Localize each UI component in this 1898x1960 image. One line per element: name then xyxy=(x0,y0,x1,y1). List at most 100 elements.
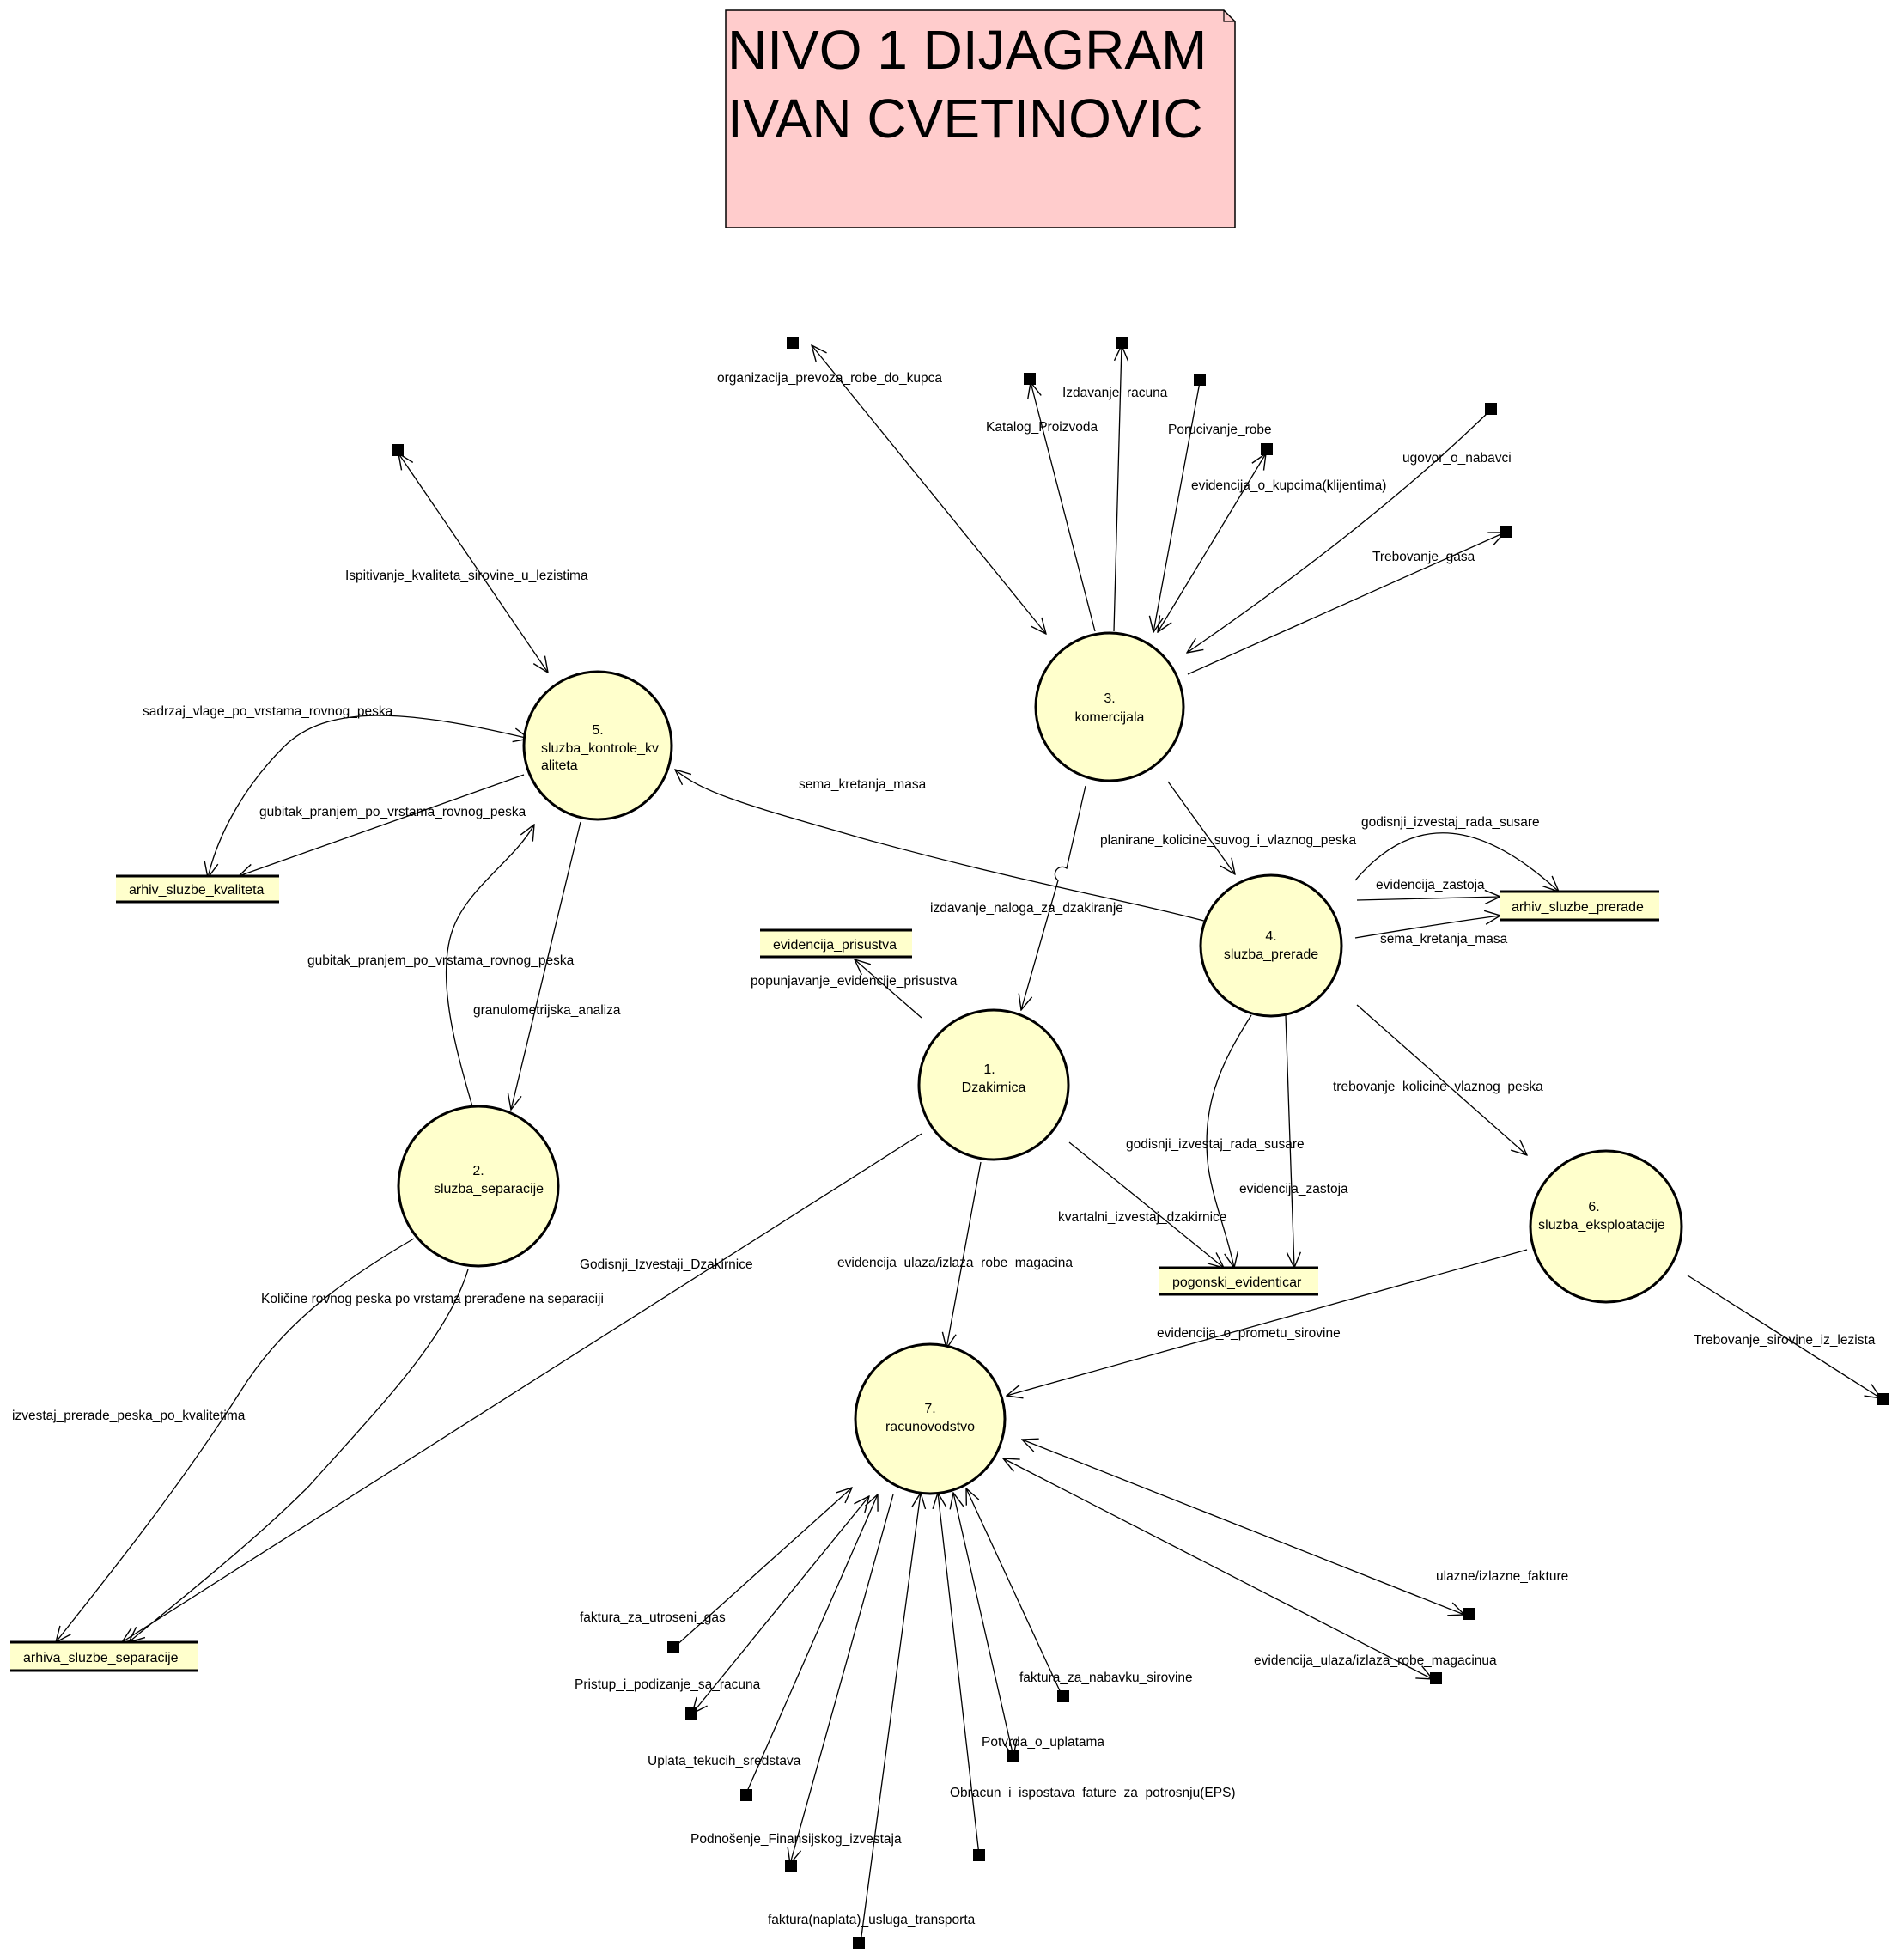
flow-granulometrijska[interactable] xyxy=(511,821,581,1110)
terminator-square[interactable] xyxy=(853,1937,865,1949)
flow-label: faktura(naplata)_usluga_transporta xyxy=(768,1913,976,1927)
flow-obracun[interactable] xyxy=(938,1493,980,1856)
flow-label: popunjavanje_evidencije_prisustva xyxy=(751,974,958,989)
flow-label: sadrzaj_vlage_po_vrstama_rovnog_peska xyxy=(143,704,393,719)
flow-planirane[interactable] xyxy=(1167,781,1235,874)
store-arhiva-sluzbe-separacije[interactable]: arhiva_sluzbe_separacije xyxy=(10,1640,198,1672)
flow-kolicine-rovnog[interactable] xyxy=(129,1269,469,1642)
process-4-sluzba-prerade[interactable]: 4. sluzba_prerade xyxy=(1199,873,1343,1018)
terminator-square[interactable] xyxy=(1007,1750,1019,1762)
flow-evidencija-kupci[interactable] xyxy=(1158,453,1266,632)
flow-label: faktura_za_nabavku_sirovine xyxy=(1019,1671,1193,1685)
process-name: sluzba_separacije xyxy=(434,1182,544,1196)
process-1-dzakirnica[interactable]: 1. Dzakirnica xyxy=(917,1008,1070,1161)
terminator-square[interactable] xyxy=(392,444,404,456)
flow-katalog[interactable] xyxy=(1031,382,1096,632)
process-name-line1: sluzba_kontrole_kv xyxy=(541,741,659,756)
flow-sema-kretanja-2[interactable] xyxy=(1354,916,1500,939)
data-stores: arhiv_sluzbe_kvaliteta evidencija_prisus… xyxy=(10,874,1659,1672)
store-evidencija-prisustva[interactable]: evidencija_prisustva xyxy=(760,928,912,959)
terminator-square[interactable] xyxy=(1877,1393,1889,1405)
flow-label: kvartalni_izvestaj_dzakirnice xyxy=(1058,1210,1226,1225)
store-arhiv-sluzbe-kvaliteta[interactable]: arhiv_sluzbe_kvaliteta xyxy=(116,874,279,904)
process-3-komercijala[interactable]: 3. komercijala xyxy=(1034,631,1185,782)
flow-label: faktura_za_utroseni_gas xyxy=(580,1610,726,1625)
flow-organizacija-prevoza[interactable] xyxy=(812,345,1046,634)
processes: 3. komercijala 5. sluzba_kontrole_kv ali… xyxy=(397,631,1683,1495)
flow-label: evidencija_ulaza/izlaza_robe_magacinua xyxy=(1254,1653,1497,1668)
terminator-square[interactable] xyxy=(787,337,799,349)
flow-gubitak-2[interactable] xyxy=(445,825,534,1107)
flow-potvrda[interactable] xyxy=(953,1493,1013,1756)
terminator-square[interactable] xyxy=(1024,373,1036,385)
flow-label: ulazne/izlazne_fakture xyxy=(1436,1569,1568,1584)
flow-ulazne-izlazne[interactable] xyxy=(1022,1440,1464,1615)
flow-sema-kretanja-1[interactable] xyxy=(675,770,1214,924)
flow-trebovanje-vlaznog[interactable] xyxy=(1356,1004,1527,1155)
flow-godisnji-susare-2[interactable] xyxy=(1206,1014,1252,1268)
flow-ugovor[interactable] xyxy=(1187,410,1491,653)
terminator-square[interactable] xyxy=(1485,403,1497,415)
process-6-sluzba-eksploatacije[interactable]: 6. sluzba_eksploatacije xyxy=(1529,1149,1683,1304)
flow-faktura-transport[interactable] xyxy=(860,1493,921,1944)
flow-faktura-nabavka[interactable] xyxy=(966,1488,1063,1697)
terminator-square[interactable] xyxy=(973,1849,985,1861)
store-label: evidencija_prisustva xyxy=(773,938,897,953)
terminator-square[interactable] xyxy=(785,1860,797,1872)
flow-label: Podnošenje_Finansijskog_izvestaja xyxy=(690,1832,902,1847)
terminator-square[interactable] xyxy=(1194,374,1206,386)
flow-trebovanje-gasa[interactable] xyxy=(1187,533,1505,675)
terminator-square[interactable] xyxy=(1057,1690,1069,1702)
process-2-sluzba-separacije[interactable]: 2. sluzba_separacije xyxy=(397,1105,560,1268)
terminator-square[interactable] xyxy=(1463,1608,1475,1620)
process-7-racunovodstvo[interactable]: 7. racunovodstvo xyxy=(854,1342,1007,1495)
flow-izdavanje-racuna[interactable] xyxy=(1113,345,1122,632)
flow-evidencija-zastoja-1[interactable] xyxy=(1356,897,1500,900)
title-note[interactable]: NIVO 1 DIJAGRAM IVAN CVETINOVIC xyxy=(725,9,1236,228)
store-arhiv-sluzbe-prerade[interactable]: arhiv_sluzbe_prerade xyxy=(1500,890,1659,922)
flow-label: ugovor_o_nabavci xyxy=(1402,451,1512,466)
flow-uplata[interactable] xyxy=(745,1494,878,1796)
process-name-line2: aliteta xyxy=(541,758,578,773)
flow-pristup[interactable] xyxy=(692,1496,869,1713)
process-number: 1. xyxy=(983,1062,995,1077)
flow-godisnji-susare-1[interactable] xyxy=(1354,832,1559,892)
store-pogonski-evidenticar[interactable]: pogonski_evidenticar xyxy=(1159,1266,1318,1296)
flow-godisnji-dzakirnice[interactable] xyxy=(122,1133,922,1642)
flow-gubitak-1[interactable] xyxy=(239,774,525,876)
terminator-square[interactable] xyxy=(740,1789,752,1801)
process-number: 2. xyxy=(472,1164,484,1178)
flow-evidencija-zastoja-2[interactable] xyxy=(1285,1014,1294,1268)
flow-evidencija-magacinua[interactable] xyxy=(1003,1458,1433,1679)
terminator-square[interactable] xyxy=(1430,1672,1442,1684)
flow-izvestaj-prerade[interactable] xyxy=(56,1238,415,1642)
flow-label: Količine rovnog peska po vrstama prerađe… xyxy=(261,1292,604,1306)
flow-label: Potvrda_o_uplatama xyxy=(982,1735,1104,1750)
flow-evidencija-promet[interactable] xyxy=(1007,1249,1528,1396)
flow-label: evidencija_ulaza/izlaza_robe_magacina xyxy=(837,1256,1073,1270)
terminator-square[interactable] xyxy=(1116,337,1128,349)
flow-porucivanje[interactable] xyxy=(1153,381,1201,632)
flow-label: evidencija_o_kupcima(klijentima) xyxy=(1191,478,1386,493)
flow-sadrzaj-vlage[interactable] xyxy=(208,715,529,878)
process-name: Dzakirnica xyxy=(962,1080,1026,1095)
flow-popunjavanje[interactable] xyxy=(855,959,922,1019)
flow-label: Obracun_i_ispostava_fature_za_potrosnju(… xyxy=(950,1786,1236,1800)
terminator-square[interactable] xyxy=(685,1707,697,1720)
process-5-sluzba-kontrole-kvaliteta[interactable]: 5. sluzba_kontrole_kv aliteta xyxy=(522,670,673,821)
data-flows xyxy=(56,345,1881,1944)
flow-label: gubitak_pranjem_po_vrstama_rovnog_peska xyxy=(307,953,575,968)
flow-ispitivanje[interactable] xyxy=(398,453,548,673)
terminator-square[interactable] xyxy=(667,1641,679,1653)
flow-trebovanje-sirovine[interactable] xyxy=(1687,1275,1881,1398)
flow-evidencija-ulaza[interactable] xyxy=(946,1161,982,1348)
terminator-square[interactable] xyxy=(1261,443,1273,455)
flow-podnosenje[interactable] xyxy=(790,1494,894,1864)
flow-izdavanje-naloga[interactable] xyxy=(1021,785,1086,1010)
terminator-square[interactable] xyxy=(1500,526,1512,538)
flow-kvartalni[interactable] xyxy=(1068,1141,1224,1268)
flow-label: Uplata_tekucih_sredstava xyxy=(648,1754,801,1768)
store-label: arhiv_sluzbe_kvaliteta xyxy=(129,883,265,898)
process-number: 6. xyxy=(1588,1200,1599,1214)
flow-label: evidencija_zastoja xyxy=(1239,1182,1348,1196)
